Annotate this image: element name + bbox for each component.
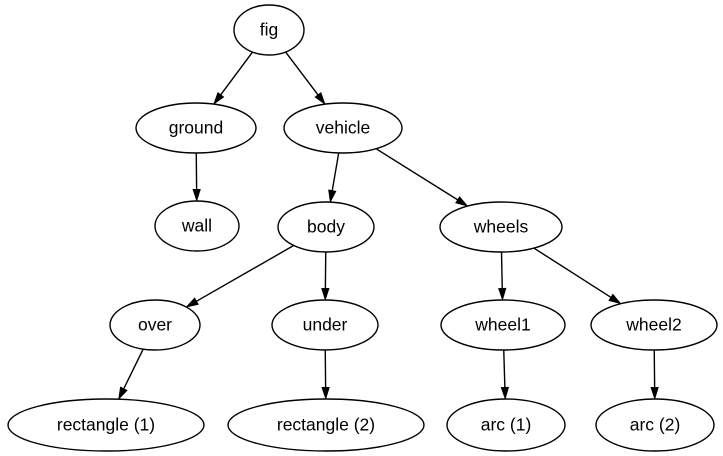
node-rect2[interactable]: rectangle (2) [227,398,425,452]
node-ellipse-fig[interactable] [233,4,305,56]
node-wall[interactable]: wall [154,200,240,252]
node-fig[interactable]: fig [233,4,305,56]
edge-body-to-over [185,245,294,308]
edge-under-to-rect2 [321,350,330,401]
arrowhead-icon [328,189,337,204]
node-under[interactable]: under [271,299,379,351]
nodes-layer: fig ground vehicle wall body wheels over under w… [7,4,718,452]
node-ellipse-vehicle[interactable] [283,102,403,154]
node-wheel1[interactable]: wheel1 [440,299,566,351]
edge-fig-to-ground [213,52,253,105]
node-ellipse-rect1[interactable] [7,398,205,452]
node-label-ground: ground [169,118,224,138]
arrowhead-icon [498,287,507,302]
edge-line [503,350,506,388]
node-wheel2[interactable]: wheel2 [590,299,718,351]
edge-body-to-under [321,252,330,302]
node-ellipse-body[interactable] [277,201,375,253]
node-label-wheel2: wheel2 [625,315,681,335]
node-ellipse-wheel1[interactable] [440,299,566,351]
arrowhead-icon [185,297,199,308]
node-vehicle[interactable]: vehicle [283,102,403,154]
node-label-rect1: rectangle (1) [57,415,155,435]
edge-line [500,252,503,289]
arrowhead-icon [455,196,469,207]
edge-vehicle-to-wheels [376,148,469,207]
edge-vehicle-to-body [328,153,340,204]
node-ellipse-ground[interactable] [135,102,257,154]
arrowhead-icon [500,386,510,401]
arrowhead-icon [314,92,326,106]
node-ellipse-wheel2[interactable] [590,299,718,351]
arrowhead-icon [608,293,622,305]
edge-wheel1-to-arc1 [500,350,510,401]
arrowhead-icon [321,386,330,401]
node-label-rect2: rectangle (2) [277,415,375,435]
node-ellipse-arc1[interactable] [446,398,566,452]
edge-line [376,148,459,201]
arrowhead-icon [321,287,330,302]
arrowhead-icon [650,386,659,401]
node-ellipse-arc2[interactable] [595,398,715,452]
node-label-arc1: arc (1) [481,415,532,435]
node-label-vehicle: vehicle [316,118,370,138]
node-label-wheel1: wheel1 [474,315,530,335]
edge-wheels-to-wheel1 [498,252,507,302]
node-over[interactable]: over [109,299,201,351]
node-wheels[interactable]: wheels [439,201,563,253]
node-rect1[interactable]: rectangle (1) [7,398,205,452]
node-ellipse-wheels[interactable] [439,201,563,253]
arrowhead-icon [213,91,225,105]
arrowhead-icon [192,188,201,203]
node-label-under: under [303,315,348,335]
edge-line [220,52,253,96]
edges-layer [118,51,659,401]
node-label-wheels: wheels [473,217,529,237]
node-arc1[interactable]: arc (1) [446,398,566,452]
edge-ground-to-wall [192,153,201,203]
edge-line [331,153,340,191]
node-label-arc2: arc (2) [630,415,681,435]
node-arc2[interactable]: arc (2) [595,398,715,452]
node-label-over: over [138,315,172,335]
node-label-body: body [307,217,345,237]
edge-line [196,245,294,302]
node-label-fig: fig [260,20,278,40]
node-label-wall: wall [181,216,212,236]
edge-over-to-rect1 [118,349,144,401]
edge-fig-to-vehicle [285,51,326,106]
edge-line [285,51,319,96]
node-ellipse-over[interactable] [109,299,201,351]
edge-line [123,349,144,390]
edge-wheel2-to-arc2 [650,350,659,401]
node-body[interactable]: body [277,201,375,253]
edge-wheels-to-wheel2 [534,247,622,305]
edge-line [534,247,612,299]
node-ground[interactable]: ground [135,102,257,154]
arrowhead-icon [118,386,128,401]
node-ellipse-wall[interactable] [154,200,240,252]
node-ellipse-under[interactable] [271,299,379,351]
node-ellipse-rect2[interactable] [227,398,425,452]
